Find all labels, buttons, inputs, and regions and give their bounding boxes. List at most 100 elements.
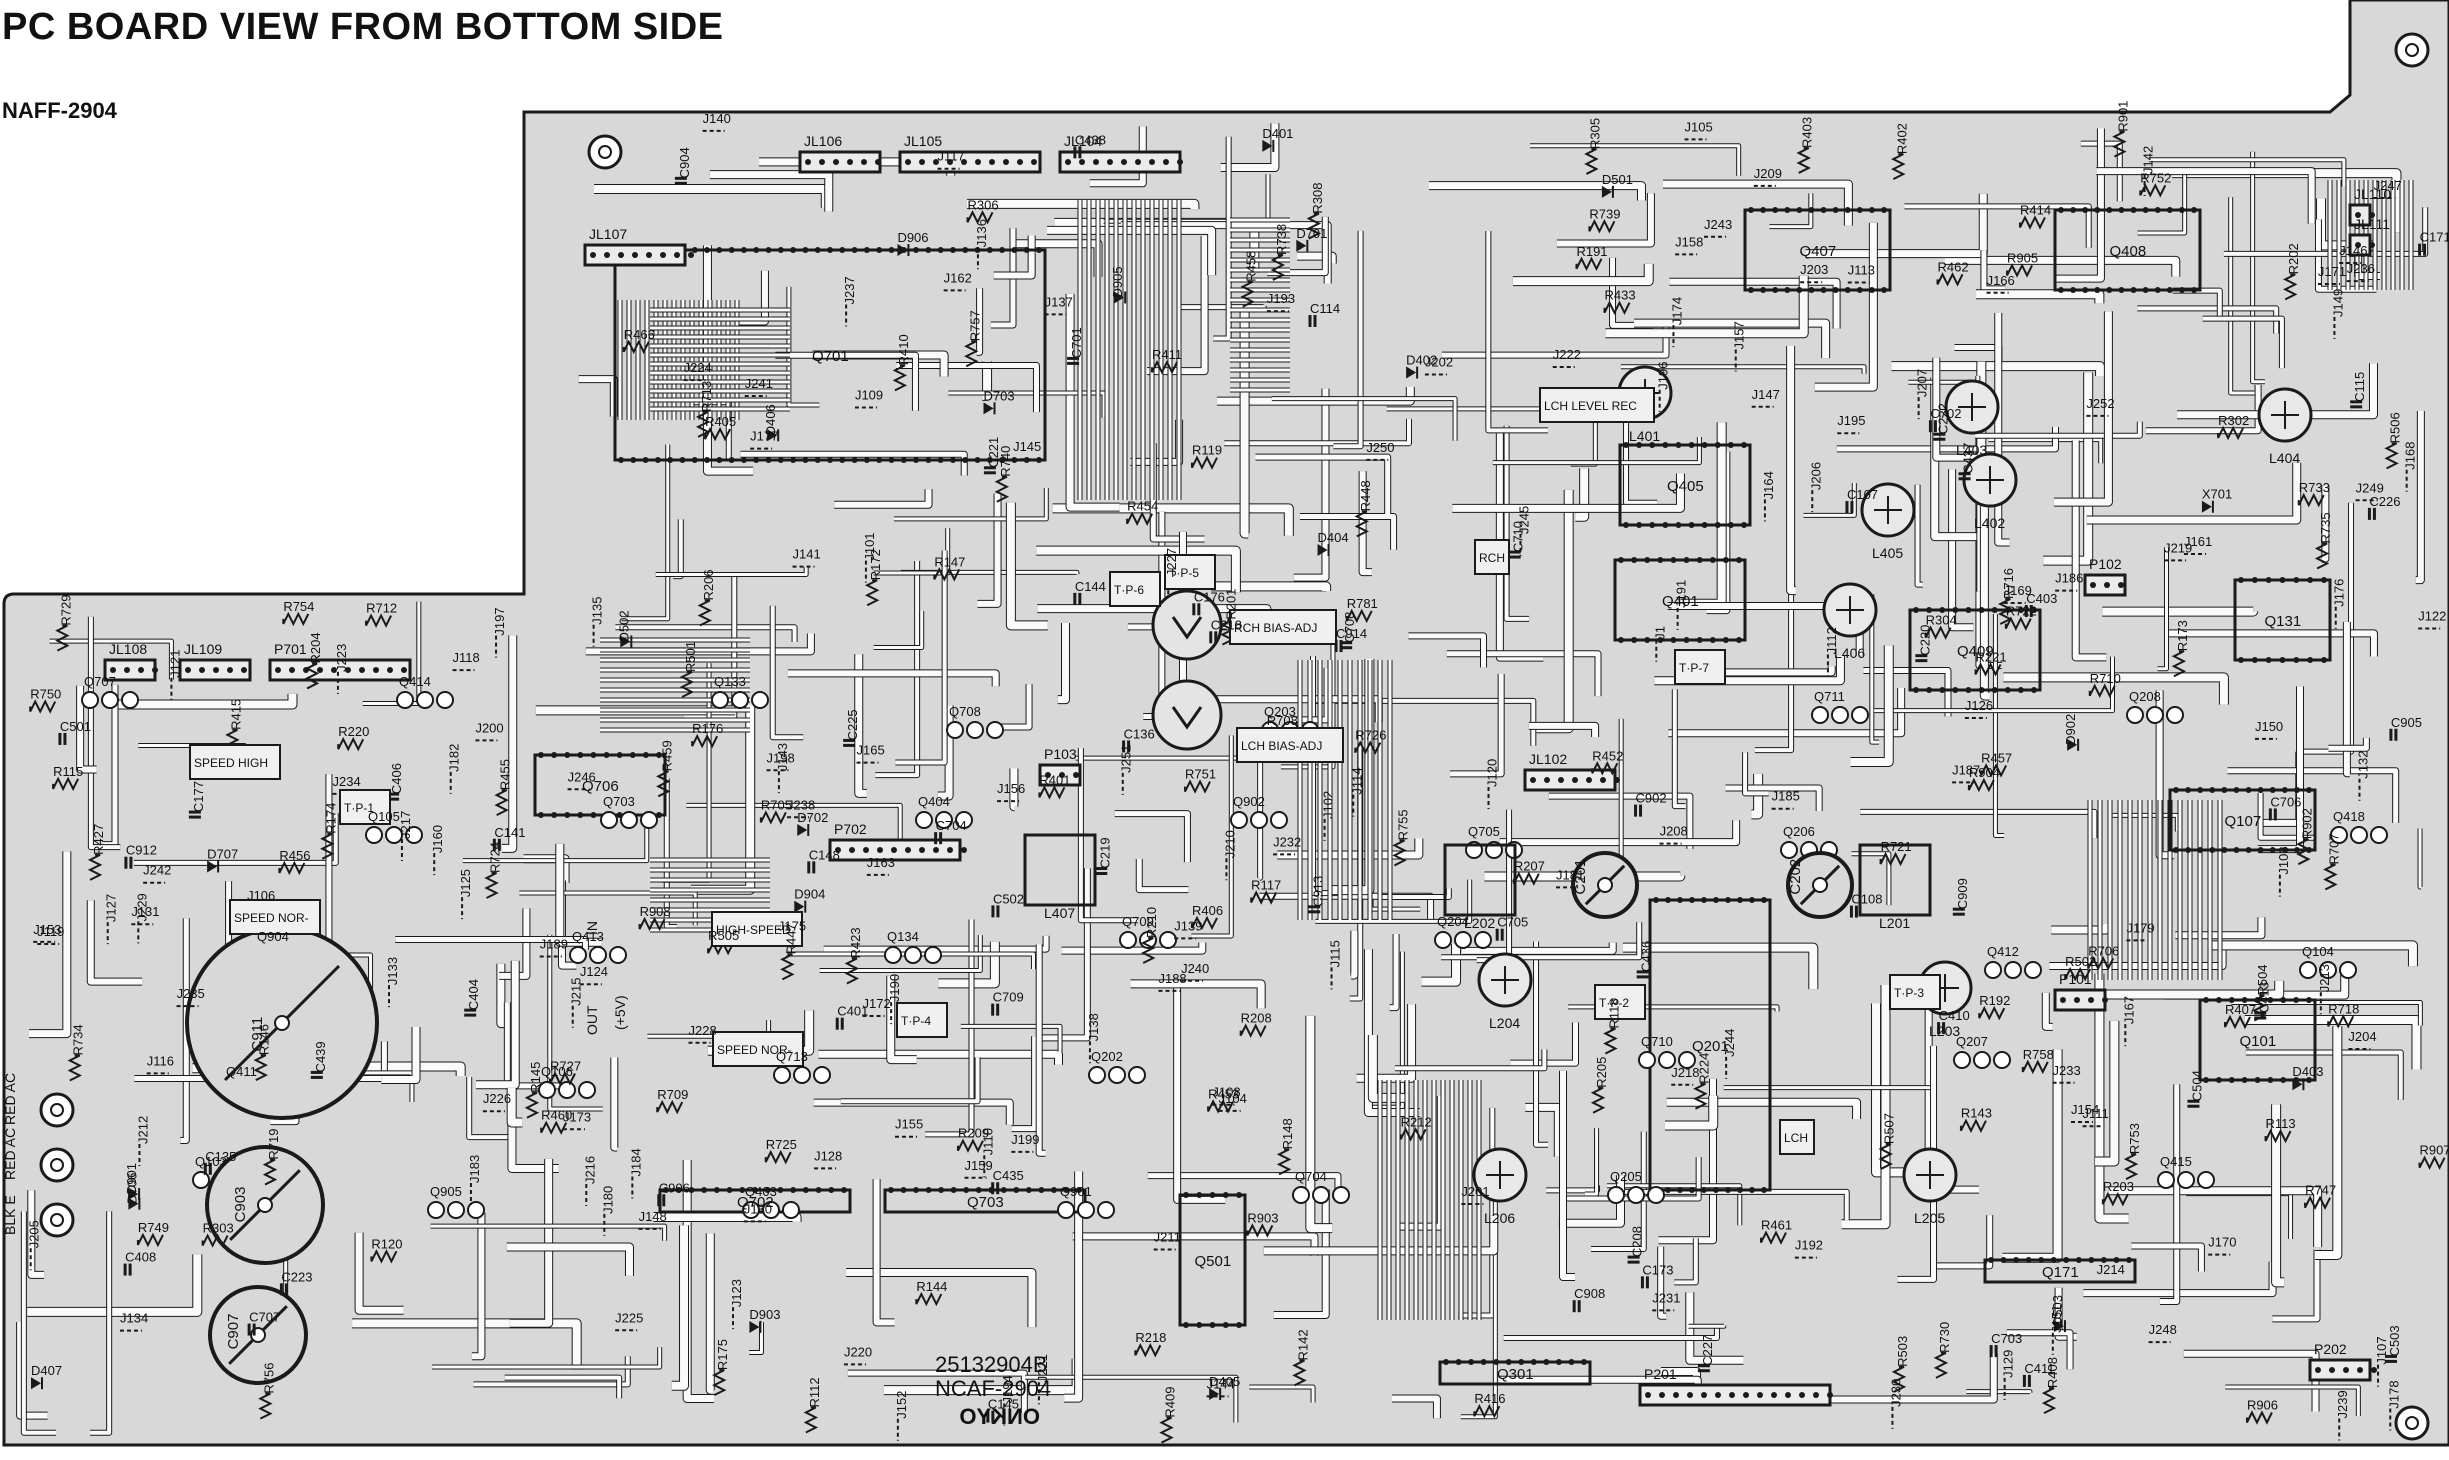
resistor-label: R119 [1192,443,1222,458]
resistor-symbol [1354,740,1382,755]
resistor-label: R506 [2388,412,2403,443]
ic-pin [2293,997,2300,1003]
ic-pin [1926,607,1933,613]
ic-pin [1978,687,1985,693]
ic-pin [551,812,558,818]
jumper-label: J122 [2418,609,2446,624]
connector-pin [110,667,116,673]
transistor-pad [884,946,902,964]
trimmer-pot [1151,679,1223,751]
trace [1915,484,1923,587]
ic-pin [999,457,1006,463]
jumper-label: J137 [1045,294,1073,309]
ic-pin [2233,847,2240,853]
resistor-symbol [1184,779,1211,794]
jumper-label: J251 [1119,745,1134,773]
diode-label: D902 [2063,714,2078,745]
ic-pin [1038,1187,1045,1193]
trace-layer [16,123,2429,1436]
resistor-label: R448 [1358,480,1373,511]
resistor-symbol [1292,1359,1307,1387]
ic-pin [1713,1187,1719,1193]
diode-symbol [128,1188,139,1201]
jumper-label: J160 [430,825,445,853]
trace [1408,633,1487,668]
jumper-label: J158 [1675,234,1703,249]
callout-label: LCH LEVEL REC [1544,399,1637,413]
ic-pin [1649,442,1656,448]
resistor-label: R708 [1267,713,1298,728]
connector-pin [1121,159,1127,165]
transistor-pad [2299,961,2317,979]
jumper-label: J230 [1888,1379,1903,1407]
ic-pin [1796,287,1803,293]
jumper-label: J171 [2318,264,2346,279]
trace [1484,872,1685,881]
ic-pin [2267,997,2274,1003]
resistor-label: R410 [896,334,911,365]
ic-pin [2269,787,2276,793]
resistor-label: R707 [2326,833,2341,864]
trace [1686,1292,1744,1364]
trace [1380,888,1451,900]
ic-pin [1749,897,1755,903]
diode-label: D906 [897,230,928,245]
resistor-label: R466 [624,327,655,342]
ic-pin [863,247,870,253]
trace [1605,275,1808,338]
resistor-symbol [1891,1365,1907,1393]
transistor-label: Q202 [1091,1049,1123,1064]
coil-label: L402 [1974,515,2005,531]
trace [738,270,768,325]
connector-label: JL111 [2354,216,2390,232]
ic-label: Q107 [2225,813,2262,830]
resistor-symbol [1239,1023,1267,1038]
trace [847,1370,1027,1413]
trace [611,1057,618,1151]
trace [1503,1328,1719,1340]
resistor-symbol [365,613,392,628]
connector-pin [275,667,281,673]
resistor-label: R147 [934,554,965,569]
resistor-label: R733 [2299,480,2330,495]
jumper-label: J195 [1837,413,1865,428]
capacitor-label: C406 [389,763,404,794]
page-title: PC BOARD VIEW FROM BOTTOM SIDE [2,6,724,48]
ic-pin [2238,577,2244,583]
resistor-label: R204 [308,632,323,663]
ic-pin [1709,557,1716,563]
jumper-label: J189 [540,937,568,952]
capacitor-label: C912 [126,843,157,858]
ic-pin [802,247,809,253]
resistor-label: R206 [701,569,716,600]
transistor-pad [1953,1051,1971,1069]
connector-label: JL104 [1064,133,1102,149]
trace [2321,485,2329,562]
ic-pin [704,457,711,463]
trace [133,813,338,865]
connector-pin [1827,1392,1833,1398]
connector-pin [1572,777,1578,783]
callout-box [1236,727,1344,763]
transistor-pad [2330,826,2348,844]
resistor-label: R505 [708,928,739,943]
mounting-hole-inner [2405,43,2419,57]
resistor-symbol [1354,510,1370,538]
transistor-pad [2146,706,2164,724]
connector-pin [933,159,939,165]
trace [475,960,519,1089]
connector-pin [632,252,638,258]
ic-pin [2191,207,2197,213]
ic-pin [2209,787,2216,793]
ic-pin [1443,1359,1449,1365]
ic-pin [2233,787,2240,793]
trace [430,1224,667,1241]
transistor-label: Q418 [2333,809,2365,824]
ic-pin [888,1187,894,1193]
ic-pin [2058,287,2064,293]
jumper-label: J210 [1222,830,1237,858]
ic-pin [1036,247,1042,253]
connector-label: P701 [274,641,307,657]
trace [1634,319,1830,359]
ic-pin [2000,1257,2007,1263]
